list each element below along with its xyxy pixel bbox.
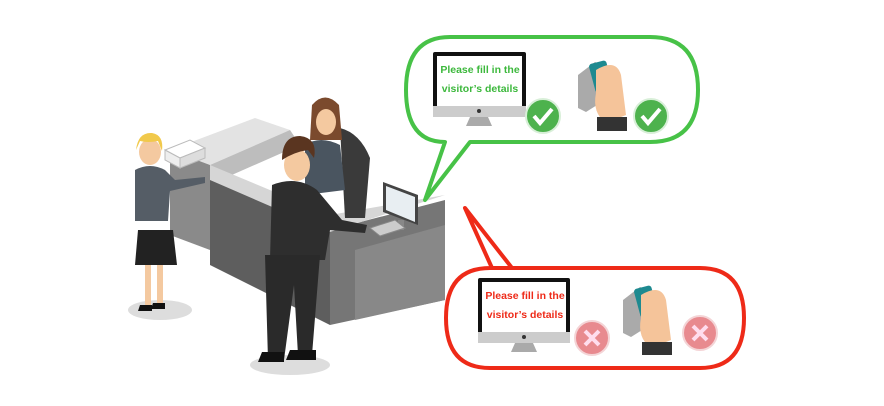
card-reader-icon: [623, 285, 672, 355]
card-reader-icon: [578, 60, 627, 131]
keyboard: [368, 219, 407, 237]
check-icon: [525, 98, 561, 134]
success-screen-message: Please fill in the visitor’s details: [440, 64, 520, 95]
desk-monitor: [368, 182, 418, 237]
cross-icon: [682, 315, 718, 351]
male-visitor: [258, 136, 367, 362]
failure-speech-bubble: [444, 206, 746, 370]
receptionist: [305, 97, 370, 218]
computer-monitor-icon: [478, 278, 570, 352]
paper-stack: [163, 139, 207, 169]
check-icon: [633, 98, 669, 134]
computer-monitor-icon: [433, 52, 526, 126]
failure-screen-message: Please fill in the visitor’s details: [485, 290, 565, 321]
female-visitor: [135, 132, 205, 311]
success-speech-bubble: [404, 35, 700, 202]
cross-icon: [574, 320, 610, 356]
